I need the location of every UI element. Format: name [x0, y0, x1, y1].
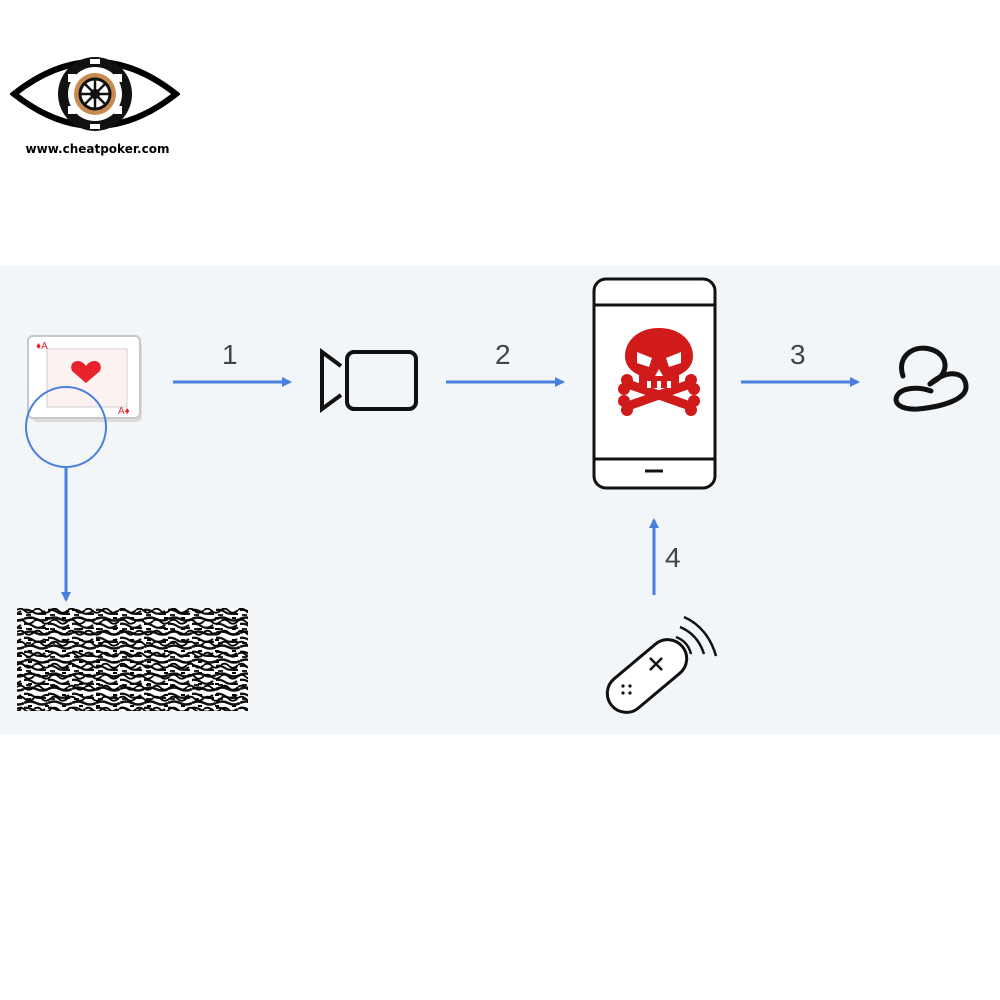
remote-control-icon: [605, 615, 718, 714]
eye-logo: [10, 57, 180, 131]
svg-text:A♦: A♦: [118, 406, 130, 417]
step-label-2: 2: [495, 339, 511, 370]
skull-crossbones-icon: [618, 328, 700, 416]
step-label-3: 3: [790, 339, 806, 370]
playing-card-icon: ♦A A♦: [27, 335, 142, 422]
website-url: www.cheatpoker.com: [25, 142, 170, 156]
barcode-pattern: [17, 608, 248, 711]
video-camera-icon: [320, 348, 418, 413]
step-label-4: 4: [665, 542, 681, 573]
earpiece-icon: [893, 345, 969, 412]
step-label-1: 1: [222, 339, 238, 370]
svg-text:♦A: ♦A: [36, 341, 48, 352]
